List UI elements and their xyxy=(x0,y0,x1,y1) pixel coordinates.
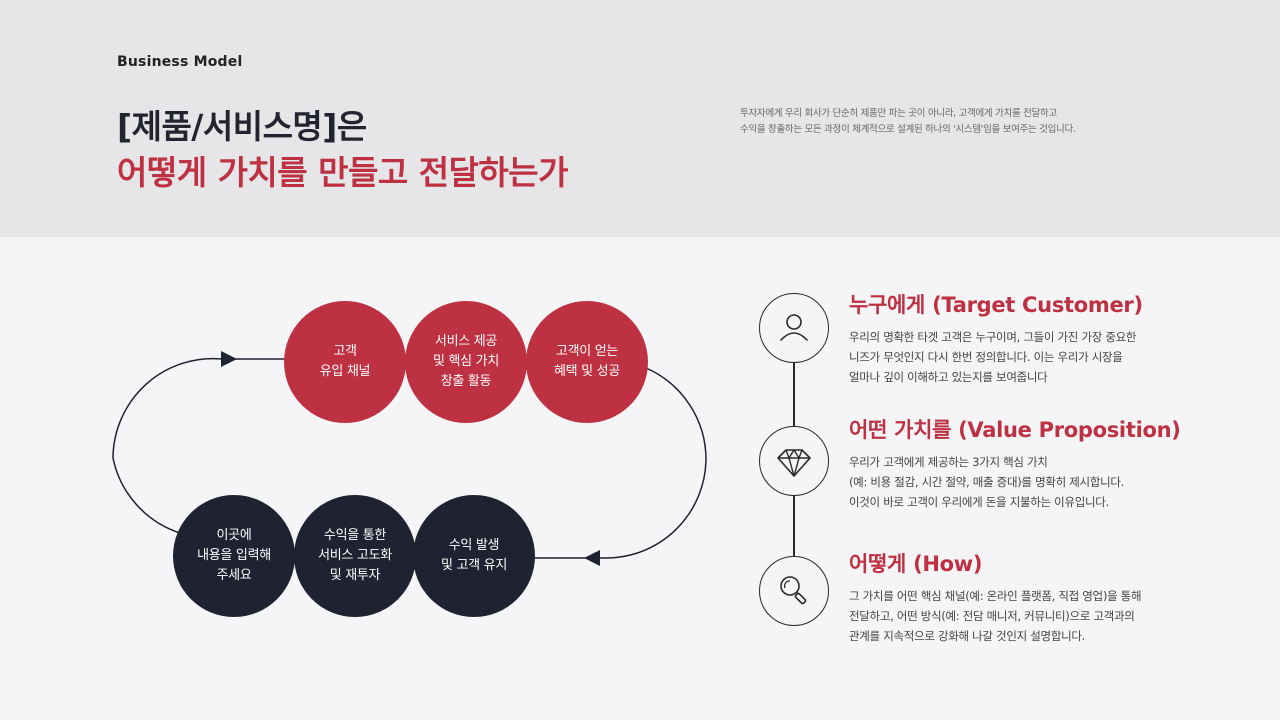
section-title-target-customer: 누구에게 (Target Customer) xyxy=(849,293,1143,317)
header-band xyxy=(0,0,1280,237)
cycle-step-customer-benefit: 고객이 얻는 혜택 및 성공 xyxy=(526,301,648,423)
section-body-how: 그 가치를 어떤 핵심 채널(예: 온라인 플랫폼, 직접 영업)을 통해 전달… xyxy=(849,586,1189,646)
intro-text: 투자자에게 우리 회사가 단순히 제품만 파는 곳이 아니라, 고객에게 가치를… xyxy=(740,106,1160,138)
body-line: 얼마나 깊이 이해하고 있는지를 보여줍니다 xyxy=(849,370,1048,384)
body-line: 이것이 바로 고객이 우리에게 돈을 지불하는 이유입니다. xyxy=(849,495,1109,509)
cycle-step-label: 고객 유입 채널 xyxy=(319,344,371,379)
cycle-step-label: 수익 발생 및 고객 유지 xyxy=(441,538,507,573)
person-icon xyxy=(780,314,808,341)
section-title-value-proposition: 어떤 가치를 (Value Proposition) xyxy=(849,418,1181,442)
intro-line: 투자자에게 우리 회사가 단순히 제품만 파는 곳이 아니라, 고객에게 가치를… xyxy=(740,108,1057,119)
arrow-right-icon xyxy=(221,351,237,367)
body-line: 관계를 지속적으로 강화해 나갈 것인지 설명합니다. xyxy=(849,629,1086,643)
cycle-step-label: 수익을 통한 서비스 고도화 및 재투자 xyxy=(318,528,392,583)
person-icon-circle xyxy=(759,293,829,363)
cycle-step-label: 이곳에 내용을 입력해 주세요 xyxy=(197,528,271,583)
diamond-icon xyxy=(777,449,811,477)
search-icon xyxy=(780,576,807,605)
cycle-step-label: 고객이 얻는 혜택 및 성공 xyxy=(554,344,620,379)
diamond-icon-circle xyxy=(759,426,829,496)
section-body-value-proposition: 우리가 고객에게 제공하는 3가지 핵심 가치 (예: 비용 절감, 시간 절약… xyxy=(849,452,1189,512)
timeline-connector xyxy=(793,496,795,556)
cycle-step-customer-channel: 고객 유입 채널 xyxy=(284,301,406,423)
cycle-step-service-delivery: 서비스 제공 및 핵심 가치 창출 활동 xyxy=(405,301,527,423)
section-title-how: 어떻게 (How) xyxy=(849,552,983,576)
body-line: 우리의 명확한 타겟 고객은 누구이며, 그들이 가진 가장 중요한 xyxy=(849,330,1137,344)
page-title-line2: 어떻게 가치를 만들고 전달하는가 xyxy=(117,153,569,192)
eyebrow-label: Business Model xyxy=(117,54,243,70)
intro-line: 수익을 창출하는 모든 과정이 체계적으로 설계된 하나의 '시스템'임을 보여… xyxy=(740,124,1076,135)
body-line: (예: 비용 절감, 시간 절약, 매출 증대)를 명확히 제시합니다. xyxy=(849,475,1125,489)
timeline-connector xyxy=(793,363,795,426)
cycle-step-placeholder: 이곳에 내용을 입력해 주세요 xyxy=(173,495,295,617)
body-line: 우리가 고객에게 제공하는 3가지 핵심 가치 xyxy=(849,455,1048,469)
section-body-target-customer: 우리의 명확한 타겟 고객은 누구이며, 그들이 가진 가장 중요한 니즈가 무… xyxy=(849,327,1189,387)
arrow-left-icon xyxy=(584,550,600,566)
cycle-step-reinvestment: 수익을 통한 서비스 고도화 및 재투자 xyxy=(294,495,416,617)
search-icon-circle xyxy=(759,556,829,626)
body-line: 전달하고, 어떤 방식(예: 전담 매니저, 커뮤니티)으로 고객과의 xyxy=(849,609,1135,623)
page-title-line1: [제품/서비스명]은 xyxy=(117,107,367,146)
body-line: 그 가치를 어떤 핵심 채널(예: 온라인 플랫폼, 직접 영업)을 통해 xyxy=(849,589,1142,603)
cycle-step-label: 서비스 제공 및 핵심 가치 창출 활동 xyxy=(433,334,499,389)
body-line: 니즈가 무엇인지 다시 한번 정의합니다. 이는 우리가 시장을 xyxy=(849,350,1123,364)
cycle-step-revenue-retention: 수익 발생 및 고객 유지 xyxy=(413,495,535,617)
